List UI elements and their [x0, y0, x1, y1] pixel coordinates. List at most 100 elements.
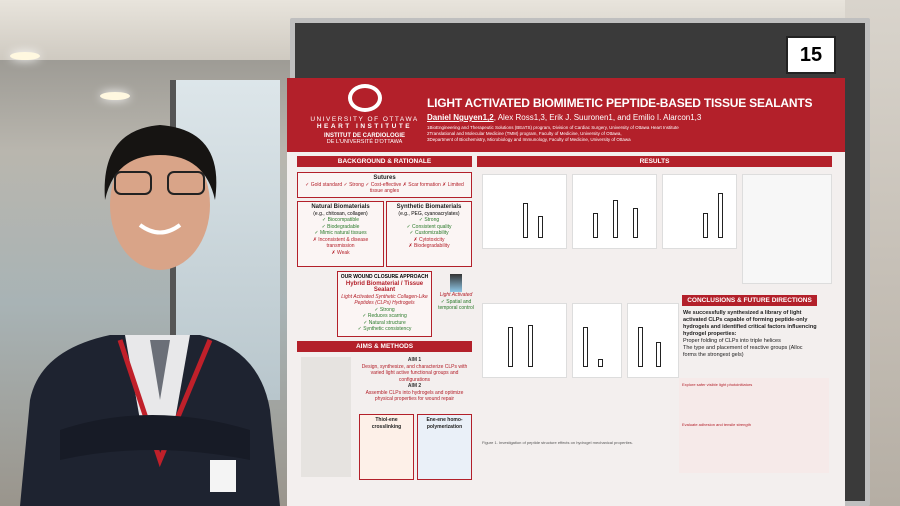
item: ✓ Spatial and temporal control: [438, 298, 474, 312]
logo-line: DE L'UNIVERSITÉ D'OTTAWA: [326, 139, 403, 145]
item: ✓ Customizability: [409, 230, 449, 236]
bar: [613, 200, 618, 238]
future-direction: Evaluate adhesion and tensile strength: [682, 422, 751, 427]
item: ✓ Consistent quality: [406, 223, 452, 230]
method-images: [301, 357, 351, 477]
bar: [593, 213, 598, 238]
sutures-box: Sutures ✓ Gold standard ✓ Strong ✓ Cost-…: [297, 172, 472, 198]
figure-caption: Figure 1. Investigation of peptide struc…: [482, 440, 633, 445]
natural-box: Natural Biomaterials (e.g., chitosan, co…: [297, 201, 384, 267]
ceiling-light: [100, 92, 130, 100]
aim2-title: AIM 2: [407, 383, 422, 389]
item: ✗ Weak: [331, 249, 350, 256]
sutures-text: ✓ Gold standard ✓ Strong ✓ Cost-effectiv…: [305, 181, 464, 195]
section-results: RESULTS: [477, 156, 832, 167]
chart-d: [482, 303, 567, 378]
crosslink1: Thiol-ene crosslinking: [371, 417, 402, 430]
chart-c: [662, 174, 737, 249]
synthetic-title: Synthetic Biomaterials: [396, 204, 462, 210]
logo-line: HEART INSTITUTE: [316, 123, 413, 130]
aim1-title: AIM 1: [407, 357, 422, 363]
thiol-ene-panel: Thiol-ene crosslinking: [359, 414, 414, 480]
university-logo: UNIVERSITY OF OTTAWA HEART INSTITUTE INS…: [307, 84, 422, 145]
smile: [138, 223, 182, 235]
crossed-arms: [60, 415, 250, 460]
person-presenter: [20, 125, 280, 506]
poster-authors: Daniel Nguyen1,2, Alex Ross1,3, Erik J. …: [427, 113, 701, 122]
affiliation: 3Department of Biochemistry, Microbiolog…: [427, 137, 631, 142]
item: ✓ Mimic natural tissues: [314, 230, 367, 236]
affiliation: 1BioEngineering and Therapeutic Solution…: [427, 125, 679, 130]
chart-e: [572, 303, 622, 378]
lanyard: [117, 339, 213, 468]
item: ✗ Biodegradability: [408, 243, 450, 249]
approach-title: OUR WOUND CLOSURE APPROACH: [340, 274, 429, 280]
item: ✓ Biocompatible: [322, 217, 359, 223]
section-conclusions: CONCLUSIONS & FUTURE DIRECTIONS: [682, 295, 817, 306]
bar: [718, 193, 723, 238]
sutures-title: Sutures: [373, 175, 396, 181]
bar: [583, 327, 588, 367]
glasses-icon: [114, 171, 152, 195]
aim1-text: Design, synthesize, and characterize CLP…: [361, 363, 468, 383]
synthetic-box: Synthetic Biomaterials (e.g., PEG, cyano…: [386, 201, 472, 267]
conclusions-text: We successfully synthesized a library of…: [683, 310, 817, 359]
synthetic-sub: (e.g., PEG, cyanoacrylates): [398, 210, 460, 217]
future-direction: Explore safer visible light photoinitiat…: [682, 382, 753, 387]
item: ✓ Synthetic consistency: [357, 326, 412, 332]
conclusion-bullet: Proper folding of CLPs into triple helic…: [683, 338, 781, 344]
item: ✓ Natural structure: [363, 319, 406, 326]
approach-box: OUR WOUND CLOSURE APPROACH Hybrid Biomat…: [337, 271, 432, 337]
conclusion-bullet: The type and placement of reactive group…: [683, 345, 803, 358]
future-panel: [679, 378, 829, 473]
bar: [656, 342, 661, 367]
bar: [703, 213, 708, 238]
chart-b: [572, 174, 657, 249]
ceiling-light: [10, 52, 40, 60]
author-presenter: Daniel Nguyen1,2: [427, 113, 494, 122]
bar: [633, 208, 638, 238]
tie: [150, 340, 170, 400]
bar: [528, 325, 533, 367]
name-badge: [210, 460, 236, 492]
section-background: BACKGROUND & RATIONALE: [297, 156, 472, 167]
poster-number: 15: [786, 36, 836, 74]
poster: UNIVERSITY OF OTTAWA HEART INSTITUTE INS…: [287, 78, 845, 506]
affiliations: 1BioEngineering and Therapeutic Solution…: [427, 125, 679, 143]
aims-text: AIM 1 Design, synthesize, and characteri…: [357, 357, 472, 403]
bar: [508, 327, 513, 367]
bar: [598, 359, 603, 367]
glasses-icon: [167, 171, 205, 195]
light-device-icon: [450, 274, 462, 292]
chart-f: [627, 303, 679, 378]
natural-sub: (e.g., chitosan, collagen): [313, 210, 368, 217]
affiliation: 2Translational and Molecular Medicine (T…: [427, 131, 622, 136]
crosslink2: Ene-ene homo-polymerization: [426, 417, 463, 430]
item: ✗ Inconsistent & disease transmission: [312, 236, 369, 250]
section-aims: AIMS & METHODS: [297, 341, 472, 352]
item: ✓ Strong: [374, 306, 395, 313]
bar: [638, 327, 643, 367]
aim2-text: Assemble CLPs into hydrogels and optimiz…: [365, 389, 464, 403]
light-label: Light Activated: [439, 292, 473, 298]
light-activated-note: Light Activated ✓ Spatial and temporal c…: [437, 274, 475, 312]
chart-a: [482, 174, 567, 249]
bar: [538, 216, 543, 238]
logo-line: INSTITUT DE CARDIOLOGIE: [324, 133, 405, 139]
ene-ene-panel: Ene-ene homo-polymerization: [417, 414, 472, 480]
author-others: , Alex Ross1,3, Erik J. Suuronen1, and E…: [493, 113, 702, 122]
approach-main: Hybrid Biomaterial / Tissue Sealant: [345, 280, 424, 294]
approach-sub: Light Activated Synthetic Collagen-Like …: [341, 293, 428, 307]
item: ✗ Cytotoxicity: [413, 236, 445, 243]
chart-legend-blurred: [742, 174, 832, 284]
hair: [104, 125, 217, 200]
item: ✓ Biodegradable: [321, 223, 360, 230]
natural-title: Natural Biomaterials: [311, 204, 370, 210]
item: ✓ Strong: [418, 217, 440, 223]
heart-logo-icon: [347, 84, 382, 112]
conclusion-summary: We successfully synthesized a library of…: [683, 310, 817, 337]
bar: [523, 203, 528, 238]
poster-header: UNIVERSITY OF OTTAWA HEART INSTITUTE INS…: [287, 78, 845, 152]
logo-line: UNIVERSITY OF OTTAWA: [310, 116, 419, 123]
poster-title: LIGHT ACTIVATED BIOMIMETIC PEPTIDE-BASED…: [427, 96, 813, 110]
